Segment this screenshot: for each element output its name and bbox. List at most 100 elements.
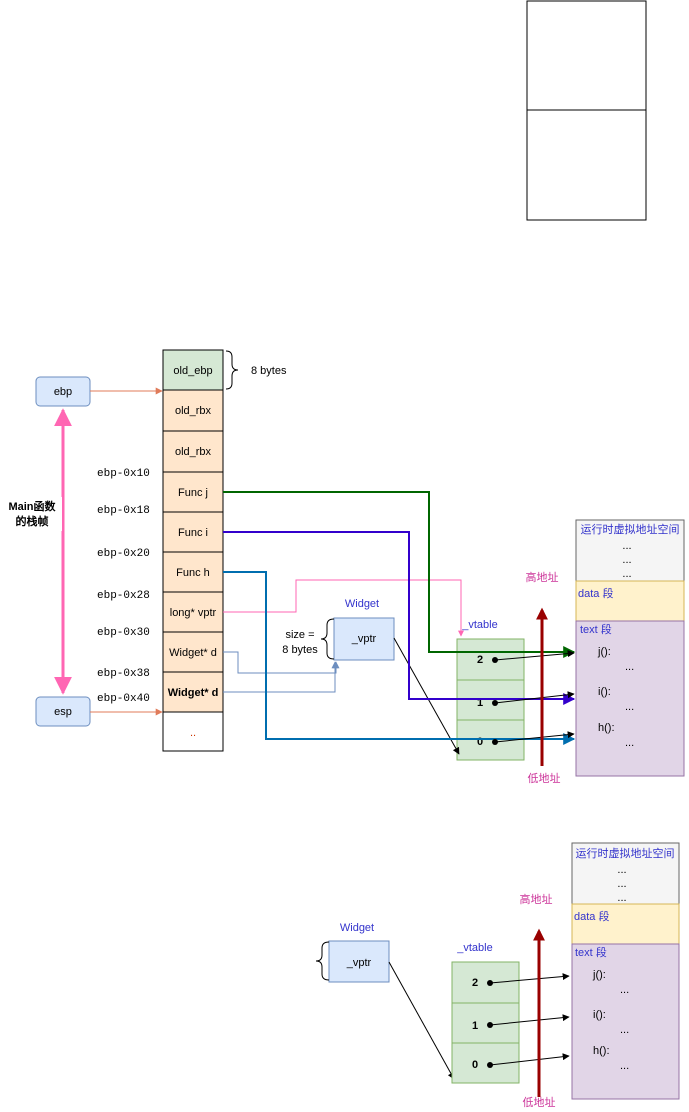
data-segment: [571, 903, 680, 945]
low-address-label: 低地址: [523, 1095, 556, 1109]
func-name: i():: [598, 686, 611, 698]
func-ellipsis: ...: [620, 1024, 629, 1036]
func-name: h():: [593, 1045, 610, 1057]
stack-cell-label: old_rbx: [175, 446, 212, 458]
stack-cell-label: ..: [190, 727, 196, 739]
vtable-slot-index: 0: [472, 1059, 478, 1071]
register-label: ebp: [54, 386, 72, 398]
data-segment-label: data 段: [578, 586, 613, 600]
vtable-entry-arrow: [494, 731, 575, 743]
stack-cell-label: Widget* d: [169, 647, 217, 659]
stack-cell: [162, 631, 224, 673]
func-ellipsis: ...: [625, 737, 634, 749]
widget-pointer-link: [223, 661, 339, 693]
frame-label-line1: Main函数: [8, 499, 56, 513]
stack-cell: [162, 430, 224, 473]
widget-size-line2: 8 bytes: [282, 644, 318, 656]
vptr-box: [333, 617, 395, 661]
text-segment: [575, 620, 685, 777]
text-segment-label: text 段: [580, 622, 612, 636]
widget-size-line1: size =: [285, 629, 314, 641]
widget-size-brace: [315, 941, 330, 981]
vptr-pointer-arrow: [388, 961, 455, 1080]
func-ellipsis: ...: [625, 701, 634, 713]
register-ebp: ebp: [35, 376, 163, 407]
vtable-slot-index: 1: [477, 697, 483, 709]
offset-label: ebp-0x40: [97, 693, 150, 705]
vtable-entry-arrow: [489, 1014, 570, 1026]
ellipsis: ...: [617, 878, 626, 890]
stack-cell-label: long* vptr: [170, 607, 217, 619]
func-name: j():: [592, 969, 606, 981]
data-segment: [575, 580, 685, 622]
address-axis-bottom: 高地址 低地址: [520, 892, 556, 1109]
frame-label-line2: 的栈帧: [16, 514, 49, 528]
func-j-link: [223, 491, 576, 658]
ellipsis: ...: [622, 540, 631, 552]
vptr-label: _vptr: [346, 957, 372, 969]
size-brace: [225, 350, 239, 390]
vtable-slot: [456, 638, 525, 681]
widget-title: Widget: [340, 922, 374, 934]
stack-cell: [162, 551, 224, 593]
size-note: 8 bytes: [251, 365, 287, 377]
func-i-link: [223, 531, 576, 705]
address-axis-top: 高地址 低地址: [526, 570, 561, 785]
vptr-label: _vptr: [351, 633, 377, 645]
func-ellipsis: ...: [620, 984, 629, 996]
address-space-top: 运行时虚拟地址空间 ... ... ... data 段 text 段 j():…: [575, 519, 685, 777]
text-segment: [571, 943, 680, 1100]
vtable-entry-arrow: [494, 691, 575, 704]
func-ellipsis: ...: [625, 661, 634, 673]
offset-label: ebp-0x28: [97, 590, 150, 602]
stack-cell-label: Widget* d: [168, 687, 219, 699]
standalone-box-pair: [526, 0, 647, 221]
address-space-header: [575, 519, 685, 582]
address-space-title: 运行时虚拟地址空间: [576, 846, 675, 860]
standalone-box-upper: [526, 0, 647, 111]
high-address-label: 高地址: [520, 892, 553, 906]
vtable-entry-arrow: [489, 973, 570, 984]
stack-offsets: ebp-0x10 ebp-0x18 ebp-0x20 ebp-0x28 ebp-…: [97, 468, 150, 705]
register-esp: esp: [35, 696, 163, 727]
offset-label: ebp-0x30: [97, 627, 150, 639]
vptr-box: [328, 940, 390, 983]
address-space-bottom: 运行时虚拟地址空间 ... ... ... data 段 text 段 j():…: [571, 842, 680, 1100]
widget-size-brace: [320, 618, 335, 660]
stack-cell-label: Func j: [178, 487, 208, 499]
vtable-slot-index: 2: [472, 977, 478, 989]
register-label: esp: [54, 706, 72, 718]
widget-title: Widget: [345, 598, 379, 610]
vtable-slot-index: 0: [477, 736, 483, 748]
widget-pointer-link: [223, 651, 340, 674]
vtable-bottom: _vtable 2 1 0: [451, 942, 520, 1084]
vtable-slot: [451, 961, 520, 1004]
offset-label: ebp-0x10: [97, 468, 150, 480]
stack-frame: old_ebp old_rbx old_rbx Func j Func i Fu…: [162, 349, 287, 752]
stack-cell-label: Func h: [176, 567, 210, 579]
func-name: j():: [597, 646, 611, 658]
vtable-slot-index: 1: [472, 1020, 478, 1032]
ellipsis: ...: [622, 554, 631, 566]
widget-object-top: Widget _vptr size = 8 bytes: [282, 598, 395, 661]
standalone-box-lower: [526, 109, 647, 221]
widget-object-bottom: Widget _vptr: [315, 922, 390, 983]
func-h-link: [223, 571, 576, 745]
func-ellipsis: ...: [620, 1060, 629, 1072]
vtable-slot-index: 2: [477, 654, 483, 666]
vptr-pointer-arrow: [393, 637, 460, 755]
stack-cell: [162, 389, 224, 432]
stack-cell: [162, 711, 224, 752]
frame-label-bg: [2, 497, 62, 531]
vtable-title: _vtable: [461, 619, 497, 631]
stack-cell-label: old_ebp: [173, 365, 212, 377]
vtable-entry-arrow: [489, 1053, 570, 1066]
text-segment-label: text 段: [575, 945, 607, 959]
low-address-label: 低地址: [528, 771, 561, 785]
vtable-title: _vtable: [456, 942, 492, 954]
offset-label: ebp-0x18: [97, 505, 150, 517]
ellipsis: ...: [617, 892, 626, 904]
address-space-title: 运行时虚拟地址空间: [581, 522, 680, 536]
ellipsis: ...: [622, 568, 631, 580]
